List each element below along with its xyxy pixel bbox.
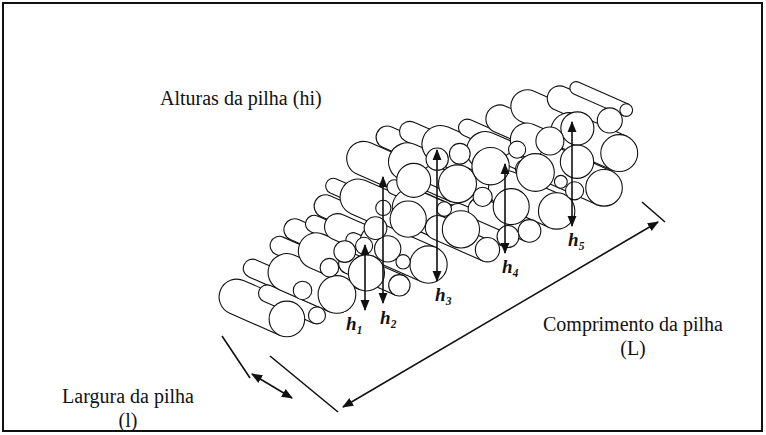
extension-line xyxy=(270,356,338,412)
width-dimension xyxy=(252,374,292,398)
log-end xyxy=(396,255,410,269)
log-end xyxy=(390,201,426,237)
log-end xyxy=(449,143,470,164)
height-symbol: h₂ xyxy=(378,306,399,330)
height-symbol: h₄ xyxy=(500,255,521,279)
log-end xyxy=(517,154,555,192)
height-arrow xyxy=(382,177,384,303)
log-end xyxy=(601,135,638,172)
width-label: Largura da pilha (l) xyxy=(58,384,198,432)
log-end xyxy=(473,187,492,206)
log-end xyxy=(509,141,526,158)
log-end xyxy=(493,189,529,225)
height-arrow xyxy=(364,245,366,310)
log-end xyxy=(308,307,325,324)
height-symbol: h₅ xyxy=(566,228,587,252)
log-end xyxy=(442,211,479,248)
log-end xyxy=(586,170,623,207)
logs xyxy=(219,82,638,337)
log-end xyxy=(356,237,373,254)
log-end xyxy=(497,226,519,248)
length-label: Comprimento da pilha (L) xyxy=(538,312,728,360)
log-end xyxy=(475,238,499,262)
log-end xyxy=(334,241,356,263)
height-arrow xyxy=(504,164,506,253)
log-end xyxy=(518,220,541,243)
log-end xyxy=(293,281,312,300)
log-end xyxy=(397,163,431,197)
height-arrow xyxy=(571,122,573,226)
log-end xyxy=(269,301,305,337)
log-end xyxy=(554,175,567,188)
log-end xyxy=(565,182,583,200)
height-symbol: h₃ xyxy=(433,283,454,307)
log-end xyxy=(597,108,622,133)
heights-label: Alturas da pilha (hi) xyxy=(160,86,400,110)
log-end xyxy=(348,255,384,291)
log-end xyxy=(389,275,410,296)
log-end xyxy=(320,258,339,277)
log-end xyxy=(439,165,477,203)
height-arrow xyxy=(436,150,438,281)
extension-line xyxy=(222,336,250,378)
log-end xyxy=(472,148,509,185)
log-end xyxy=(561,112,594,145)
extension-line xyxy=(642,202,665,222)
dimension-lines xyxy=(222,122,665,412)
log-end xyxy=(560,145,593,178)
height-symbol: h₁ xyxy=(344,312,365,336)
log-end xyxy=(410,246,447,283)
frame xyxy=(3,3,762,431)
log-end xyxy=(437,202,452,217)
log-end xyxy=(536,127,564,155)
log-end xyxy=(620,104,633,117)
